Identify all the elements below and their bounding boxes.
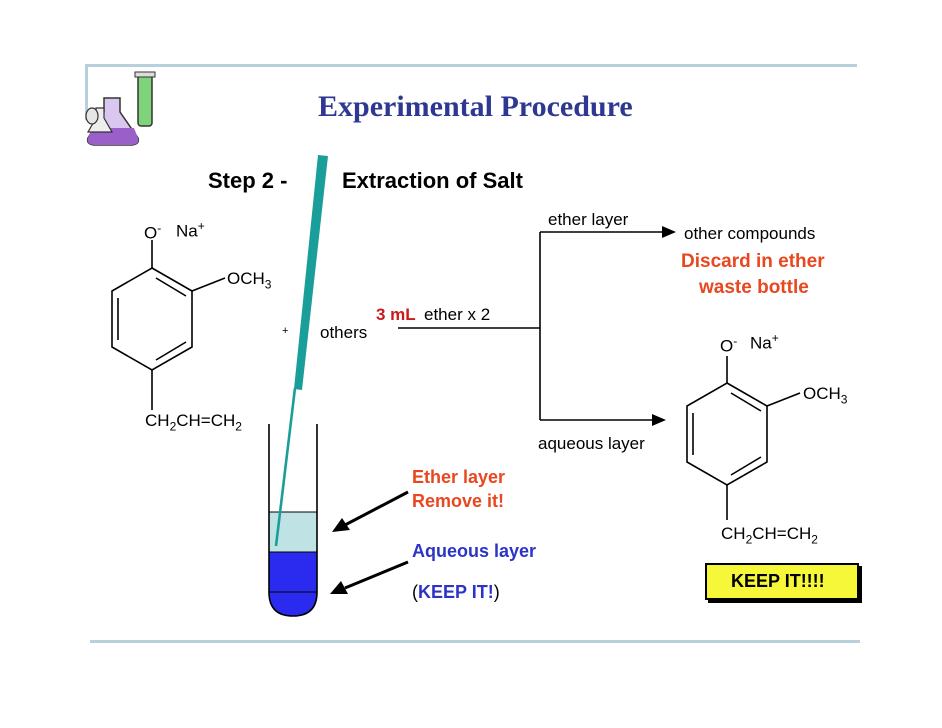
slide-title: Experimental Procedure — [318, 90, 633, 123]
reagent-solvent: ether x 2 — [424, 305, 491, 324]
aqueous-layer-fill — [269, 552, 317, 616]
ether-layer-label: Ether layer — [412, 467, 506, 487]
keep-it-box: KEEP IT!!!! — [705, 563, 859, 600]
product-sodium: Na+ — [750, 331, 779, 353]
step-title: Extraction of Salt — [342, 168, 523, 193]
discard-line-2: waste bottle — [699, 277, 809, 298]
pointer-arrows — [344, 490, 409, 590]
reactant-benzene-ring — [111, 240, 226, 410]
other-compounds-label: other compounds — [684, 224, 816, 243]
others-label: others — [320, 323, 368, 342]
step-label: Step 2 - — [208, 168, 288, 193]
product-allyl: CH2CH=CH2 — [721, 524, 818, 547]
arrow-to-aqueous — [344, 560, 409, 590]
plus-sign: + — [282, 325, 289, 337]
keep-it-label: KEEP IT!!!! — [731, 571, 825, 591]
aqueous-layer-branch-label: aqueous layer — [538, 434, 645, 453]
pipette — [274, 155, 328, 547]
ether-arrowhead — [662, 226, 676, 238]
flask-small — [85, 107, 114, 133]
reactant-methoxy: OCH3 — [227, 269, 272, 292]
product-benzene-ring — [686, 356, 801, 520]
top-rule — [85, 64, 857, 67]
product-methoxy: OCH3 — [803, 384, 848, 407]
branch-lines — [398, 231, 662, 421]
reagent-amount: 3 mL — [376, 305, 416, 324]
bottom-rule — [90, 640, 860, 643]
aqueous-arrowhead — [652, 414, 666, 426]
reactant-allyl: CH2CH=CH2 — [145, 411, 242, 434]
arrowhead-ether — [332, 518, 350, 532]
flask-green — [134, 71, 156, 127]
aqueous-layer-label: Aqueous layer — [412, 541, 537, 561]
product-oxygen: O- — [720, 334, 738, 356]
left-rule — [85, 64, 88, 120]
arrow-to-ether — [344, 490, 409, 527]
arrowhead-aqueous — [330, 581, 348, 594]
discard-line-1: Discard in ether — [681, 251, 825, 272]
reactant-oxygen: O- — [144, 221, 162, 243]
ether-layer-branch-label: ether layer — [548, 210, 629, 229]
reactant-sodium: Na+ — [176, 219, 205, 241]
keep-it-note: (KEEP IT!) — [412, 582, 500, 602]
test-tube — [268, 424, 318, 617]
remove-it-label: Remove it! — [412, 491, 505, 511]
